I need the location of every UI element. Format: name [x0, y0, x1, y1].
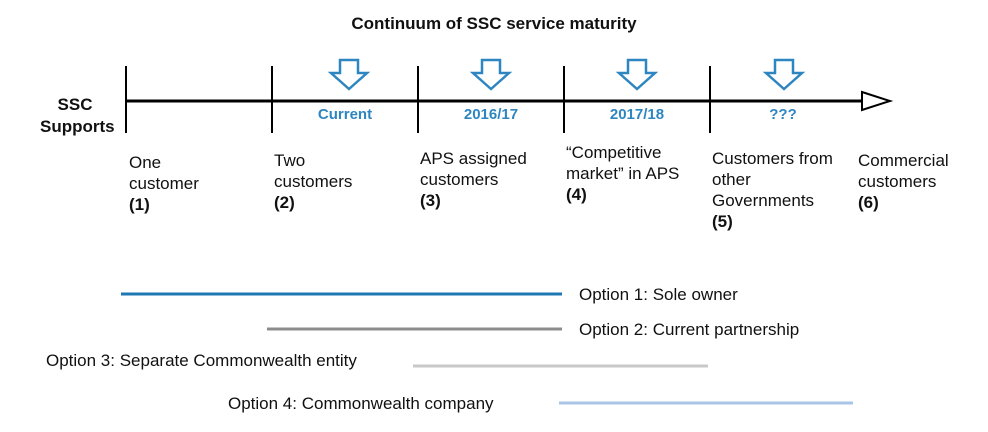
stage-label: Two customers — [274, 151, 353, 191]
stage-number: (6) — [858, 193, 879, 212]
stage-2: Two customers (2) — [274, 150, 384, 213]
period-label-unknown: ??? — [769, 106, 797, 123]
diagram-title: Continuum of SSC service maturity — [351, 14, 637, 33]
option-1-label: Option 1: Sole owner — [579, 285, 738, 304]
axis-arrowhead-icon — [861, 90, 894, 112]
stage-label: “Competitive market” in APS — [566, 143, 680, 183]
stage-6: Commercial customers (6) — [858, 150, 978, 213]
stage-number: (2) — [274, 193, 295, 212]
stage-label: Customers from other Governments — [712, 149, 833, 210]
down-arrow-icon — [762, 58, 806, 91]
option-3-label: Option 3: Separate Commonwealth entity — [46, 351, 357, 370]
stage-number: (1) — [129, 195, 150, 214]
period-label-2017-18: 2017/18 — [609, 106, 665, 123]
option-2-label: Option 2: Current partnership — [579, 320, 800, 339]
down-arrow-icon — [469, 58, 513, 91]
stage-1: One customer (1) — [129, 152, 219, 215]
stage-3: APS assigned customers (3) — [420, 148, 530, 211]
stage-number: (5) — [712, 212, 733, 231]
stage-label: One customer — [129, 153, 199, 193]
down-arrow-icon — [327, 58, 371, 91]
stage-label: Commercial customers — [858, 151, 949, 191]
period-label-2016-17: 2016/17 — [463, 106, 519, 123]
stage-number: (3) — [420, 191, 441, 210]
stage-label: APS assigned customers — [420, 149, 527, 189]
period-label-current: Current — [317, 106, 373, 123]
stage-4: “Competitive market” in APS (4) — [566, 142, 686, 205]
down-arrow-icon — [615, 58, 659, 91]
stage-number: (4) — [566, 185, 587, 204]
stage-5: Customers from other Governments (5) — [712, 148, 842, 232]
option-4-label: Option 4: Commonwealth company — [228, 394, 494, 413]
side-label: SSC Supports — [40, 95, 115, 136]
